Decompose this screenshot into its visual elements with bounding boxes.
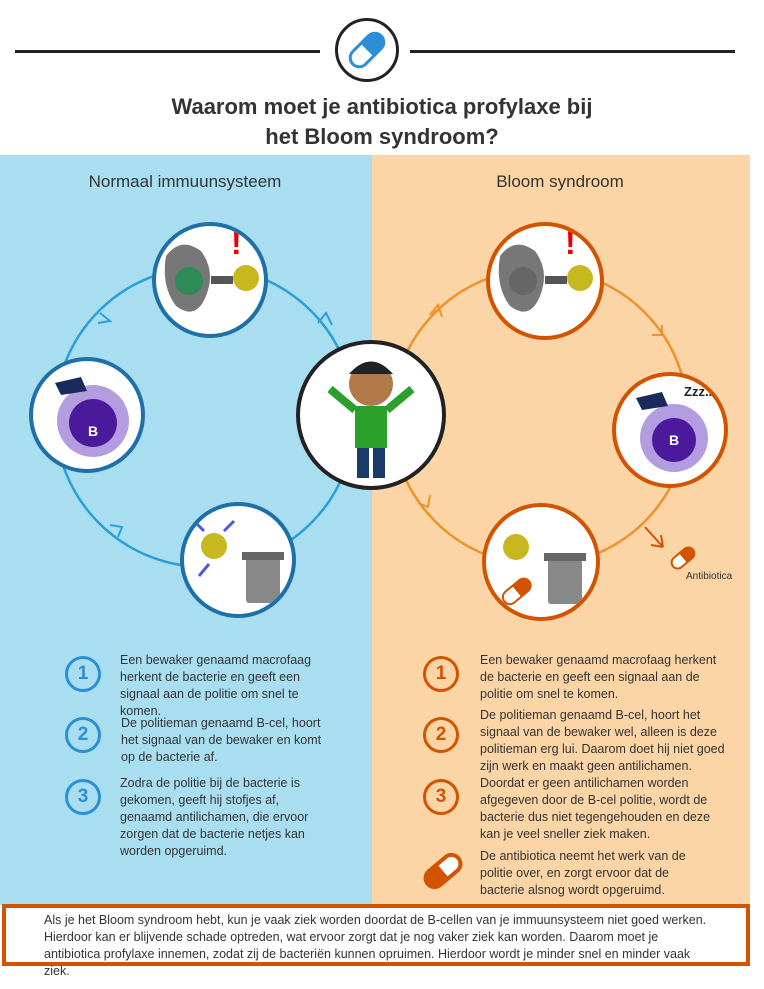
step-text-antibiotic: De antibiotica neemt het werk van de pol… — [480, 849, 686, 897]
left-heading: Normaal immuunsysteem — [88, 172, 282, 191]
antibiotic-pill-icon — [670, 546, 696, 570]
bcell-label: B — [669, 432, 680, 448]
step-text-2: De politieman genaamd B-cel, hoort het s… — [480, 708, 725, 773]
page-title: Waarom moet je antibiotica profylaxe bij… — [0, 92, 764, 152]
alert-icon: ! — [231, 226, 242, 261]
step-text-3: Zodra de politie bij de bacterie is geko… — [120, 776, 309, 858]
step-text-1: Een bewaker genaamd macrofaag herkent de… — [120, 653, 312, 718]
step-number-3: 3 — [423, 779, 459, 815]
child-circle — [296, 340, 446, 490]
macrophage-circle-left: ! — [152, 222, 268, 338]
macrophage-circle-right: ! — [486, 222, 604, 340]
pill-icon — [423, 852, 463, 890]
pill-logo-icon — [335, 18, 399, 82]
step-number-2: 2 — [423, 717, 459, 753]
bcell-label: B — [88, 423, 99, 439]
header-line-right — [410, 50, 735, 53]
summary-box: Als je het Bloom syndroom hebt, kun je v… — [2, 904, 750, 978]
title-line-2: het Bloom syndroom? — [265, 124, 499, 149]
summary-text: Als je het Bloom syndroom hebt, kun je v… — [44, 913, 707, 978]
cleanup-circle-left — [180, 502, 296, 618]
bcell-circle-right: B Zzz.. — [612, 372, 728, 488]
sleep-label: Zzz.. — [684, 384, 713, 399]
antibiotic-label: Antibiotica — [686, 571, 733, 582]
title-line-1: Waarom moet je antibiotica profylaxe bij — [171, 94, 593, 119]
bcell-circle-left: B — [29, 357, 145, 473]
header-line-left — [15, 50, 320, 53]
alert-icon: ! — [565, 226, 576, 261]
right-heading: Bloom syndroom — [496, 172, 624, 191]
step-number-1: 1 — [65, 656, 101, 692]
cleanup-circle-right — [482, 503, 600, 621]
step-text-3: Doordat er geen antilichamen worden afge… — [480, 776, 711, 841]
step-number-3: 3 — [65, 779, 101, 815]
step-number-1: 1 — [423, 656, 459, 692]
step-text-1: Een bewaker genaamd macrofaag herkent de… — [480, 653, 717, 701]
step-number-2: 2 — [65, 717, 101, 753]
step-text-2: De politieman genaamd B-cel, hoort het s… — [121, 716, 322, 764]
